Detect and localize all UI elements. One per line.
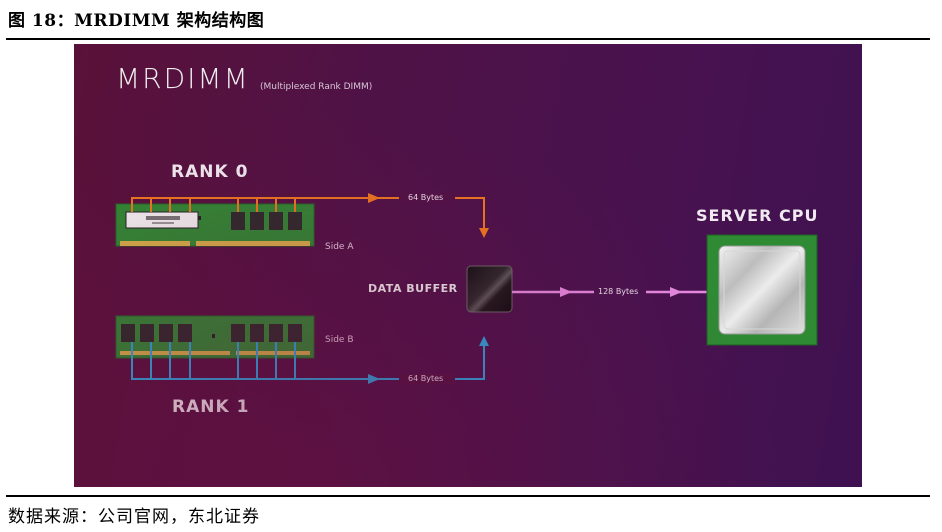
source-divider — [6, 495, 930, 497]
mrdimm-diagram: MRDIMM (Multiplexed Rank DIMM) — [74, 44, 862, 487]
rank1-label-gap — [399, 374, 455, 384]
caption-divider — [6, 38, 930, 40]
figure-source: 数据来源：公司官网，东北证券 — [8, 507, 260, 527]
output-arrow-right-icon-2 — [670, 287, 682, 297]
rank1-label: RANK 1 — [172, 397, 250, 417]
rank1-arrow-up-icon — [479, 336, 489, 346]
rank0-bytes-label: 64 Bytes — [408, 193, 444, 202]
rank1-arrow-right-icon — [368, 374, 380, 384]
diagram-subtitle: (Multiplexed Rank DIMM) — [260, 82, 373, 92]
rank1-bytes-label: 64 Bytes — [408, 374, 444, 383]
rank0-side-label: Side A — [325, 242, 354, 252]
data-buffer-chip — [466, 265, 513, 313]
dimm-rank0 — [115, 203, 315, 247]
diagram-graphics — [115, 193, 818, 384]
data-buffer-label: DATA BUFFER — [368, 282, 458, 295]
diagram-title: MRDIMM — [116, 62, 250, 95]
rank0-arrow-right-icon — [368, 193, 380, 203]
output-bytes-label: 128 Bytes — [598, 287, 639, 296]
rank1-data-lines — [131, 340, 485, 380]
output-arrow-right-icon — [560, 287, 572, 297]
dimm-rank1 — [115, 315, 315, 359]
rank0-data-lines — [131, 197, 485, 236]
server-cpu-label: SERVER CPU — [696, 206, 819, 225]
server-cpu-chip — [706, 234, 818, 346]
rank0-arrow-down-icon — [479, 228, 489, 238]
rank1-side-label: Side B — [325, 335, 354, 345]
rank0-label-gap — [399, 193, 455, 203]
figure-caption: 图 18：MRDIMM 架构结构图 — [8, 11, 265, 31]
rank0-label: RANK 0 — [171, 162, 249, 182]
